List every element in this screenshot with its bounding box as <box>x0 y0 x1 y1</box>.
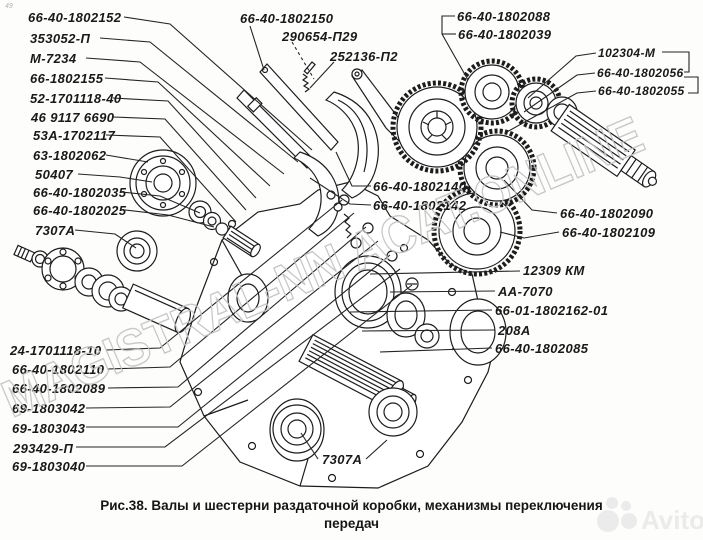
leader-line <box>504 90 597 134</box>
part-label: 69-1803040 <box>12 459 86 474</box>
bearing <box>41 247 85 291</box>
part-label: 102304-М <box>598 46 656 60</box>
part-label: 7307А <box>322 452 363 467</box>
part-label: 66-40-1802140 <box>373 179 467 194</box>
part-label: 66-40-1802088 <box>457 9 551 24</box>
leader-line <box>365 439 388 460</box>
leader-line <box>107 226 367 389</box>
leader-line <box>105 154 149 163</box>
leader-line <box>86 254 391 428</box>
intermediate-shaft-drum <box>129 149 261 258</box>
part-label: 66-40-1802089 <box>12 381 106 396</box>
part-label: 66-1802155 <box>30 71 104 86</box>
leader-line <box>499 231 560 239</box>
leader-line <box>85 240 379 409</box>
figure-caption-line2: передач <box>324 515 379 531</box>
leader-line <box>124 209 215 228</box>
leader-line <box>379 347 493 353</box>
part-label: 66-40-1802090 <box>560 206 654 221</box>
output-shaft-assembly <box>272 255 440 454</box>
part-label: 66-40-1802035 <box>33 185 127 200</box>
shift-mechanism <box>236 61 413 249</box>
group-bracket <box>684 76 699 94</box>
part-label: 63-1802062 <box>33 148 107 163</box>
leader-line <box>335 151 371 187</box>
part-label: 53А-1702117 <box>33 128 116 143</box>
gear <box>509 76 563 130</box>
part-label: 12309 КМ <box>523 263 585 278</box>
leader-line <box>389 290 496 293</box>
part-label: 7307А <box>35 223 76 238</box>
leader-line <box>77 173 153 183</box>
part-label: 66-40-1802055 <box>598 84 685 98</box>
part-label: 24-1701118-10 <box>10 343 102 358</box>
leader-line <box>361 329 496 332</box>
part-label: 66-40-1802039 <box>458 27 552 42</box>
leader-line <box>76 268 401 448</box>
leader-line <box>105 199 343 351</box>
leader-line <box>120 191 201 214</box>
leader-line <box>74 229 137 249</box>
leader-line <box>249 25 265 71</box>
part-label: 66-40-1802085 <box>495 341 589 356</box>
part-label: 66-40-1802110 <box>12 362 105 377</box>
leader-line <box>85 57 285 175</box>
bolt-holes <box>193 197 473 483</box>
leader-line <box>112 97 257 199</box>
part-label: 69-1803043 <box>12 421 86 436</box>
part-label: 290654-П29 <box>282 29 358 44</box>
part-label: 66-01-1802162-01 <box>495 303 609 318</box>
part-label: 66-40-1802025 <box>33 203 127 218</box>
gear <box>458 58 526 126</box>
part-label: 66-40-1802142 <box>373 198 467 213</box>
gear <box>390 80 484 174</box>
part-label: 208А <box>498 323 531 338</box>
leader-line <box>523 72 596 113</box>
part-label: 293429-П <box>13 441 74 456</box>
part-label: 52-1701118-40 <box>30 91 122 106</box>
leader-line <box>369 270 521 275</box>
leader-line <box>300 432 319 460</box>
leader-line <box>309 61 335 89</box>
part-label: 69-1803042 <box>12 401 86 416</box>
gearbox-housing <box>179 181 507 489</box>
leader-line <box>309 177 372 206</box>
leader-line <box>291 41 315 80</box>
bearing-7307a <box>116 230 158 272</box>
gear-cluster <box>390 58 578 277</box>
leader-line <box>112 116 247 211</box>
leader-line <box>107 212 355 370</box>
part-label: 46 9117 6690 <box>31 110 115 125</box>
leader-line <box>86 284 413 467</box>
part-label: 66-40-1802150 <box>240 11 334 26</box>
leader-line <box>99 37 299 163</box>
part-label: М-7234 <box>30 51 77 66</box>
figure-caption: Рис.38. Валы и шестерни раздаточной коро… <box>0 497 703 532</box>
bearing <box>272 404 322 454</box>
part-label: АА-7070 <box>498 284 553 299</box>
leader-line <box>527 52 597 99</box>
front-output-shaft <box>13 230 192 334</box>
leader-line <box>441 15 469 81</box>
part-label: 252136-П2 <box>330 49 398 64</box>
leader-line <box>349 309 493 313</box>
part-label: 66-40-1802152 <box>28 10 122 25</box>
part-label: 50407 <box>35 167 74 182</box>
leader-line <box>104 77 271 187</box>
bearing <box>368 387 418 437</box>
part-label: 353052-П <box>30 31 91 46</box>
figure-caption-line1: Рис.38. Валы и шестерни раздаточной коро… <box>100 498 603 513</box>
leader-line <box>503 179 558 214</box>
corner-mark: 49 <box>5 3 13 10</box>
part-label: 66-40-1802056 <box>597 66 684 80</box>
gear <box>457 128 537 208</box>
part-label: 66-40-1802109 <box>562 225 656 240</box>
primary-shaft <box>550 103 658 188</box>
